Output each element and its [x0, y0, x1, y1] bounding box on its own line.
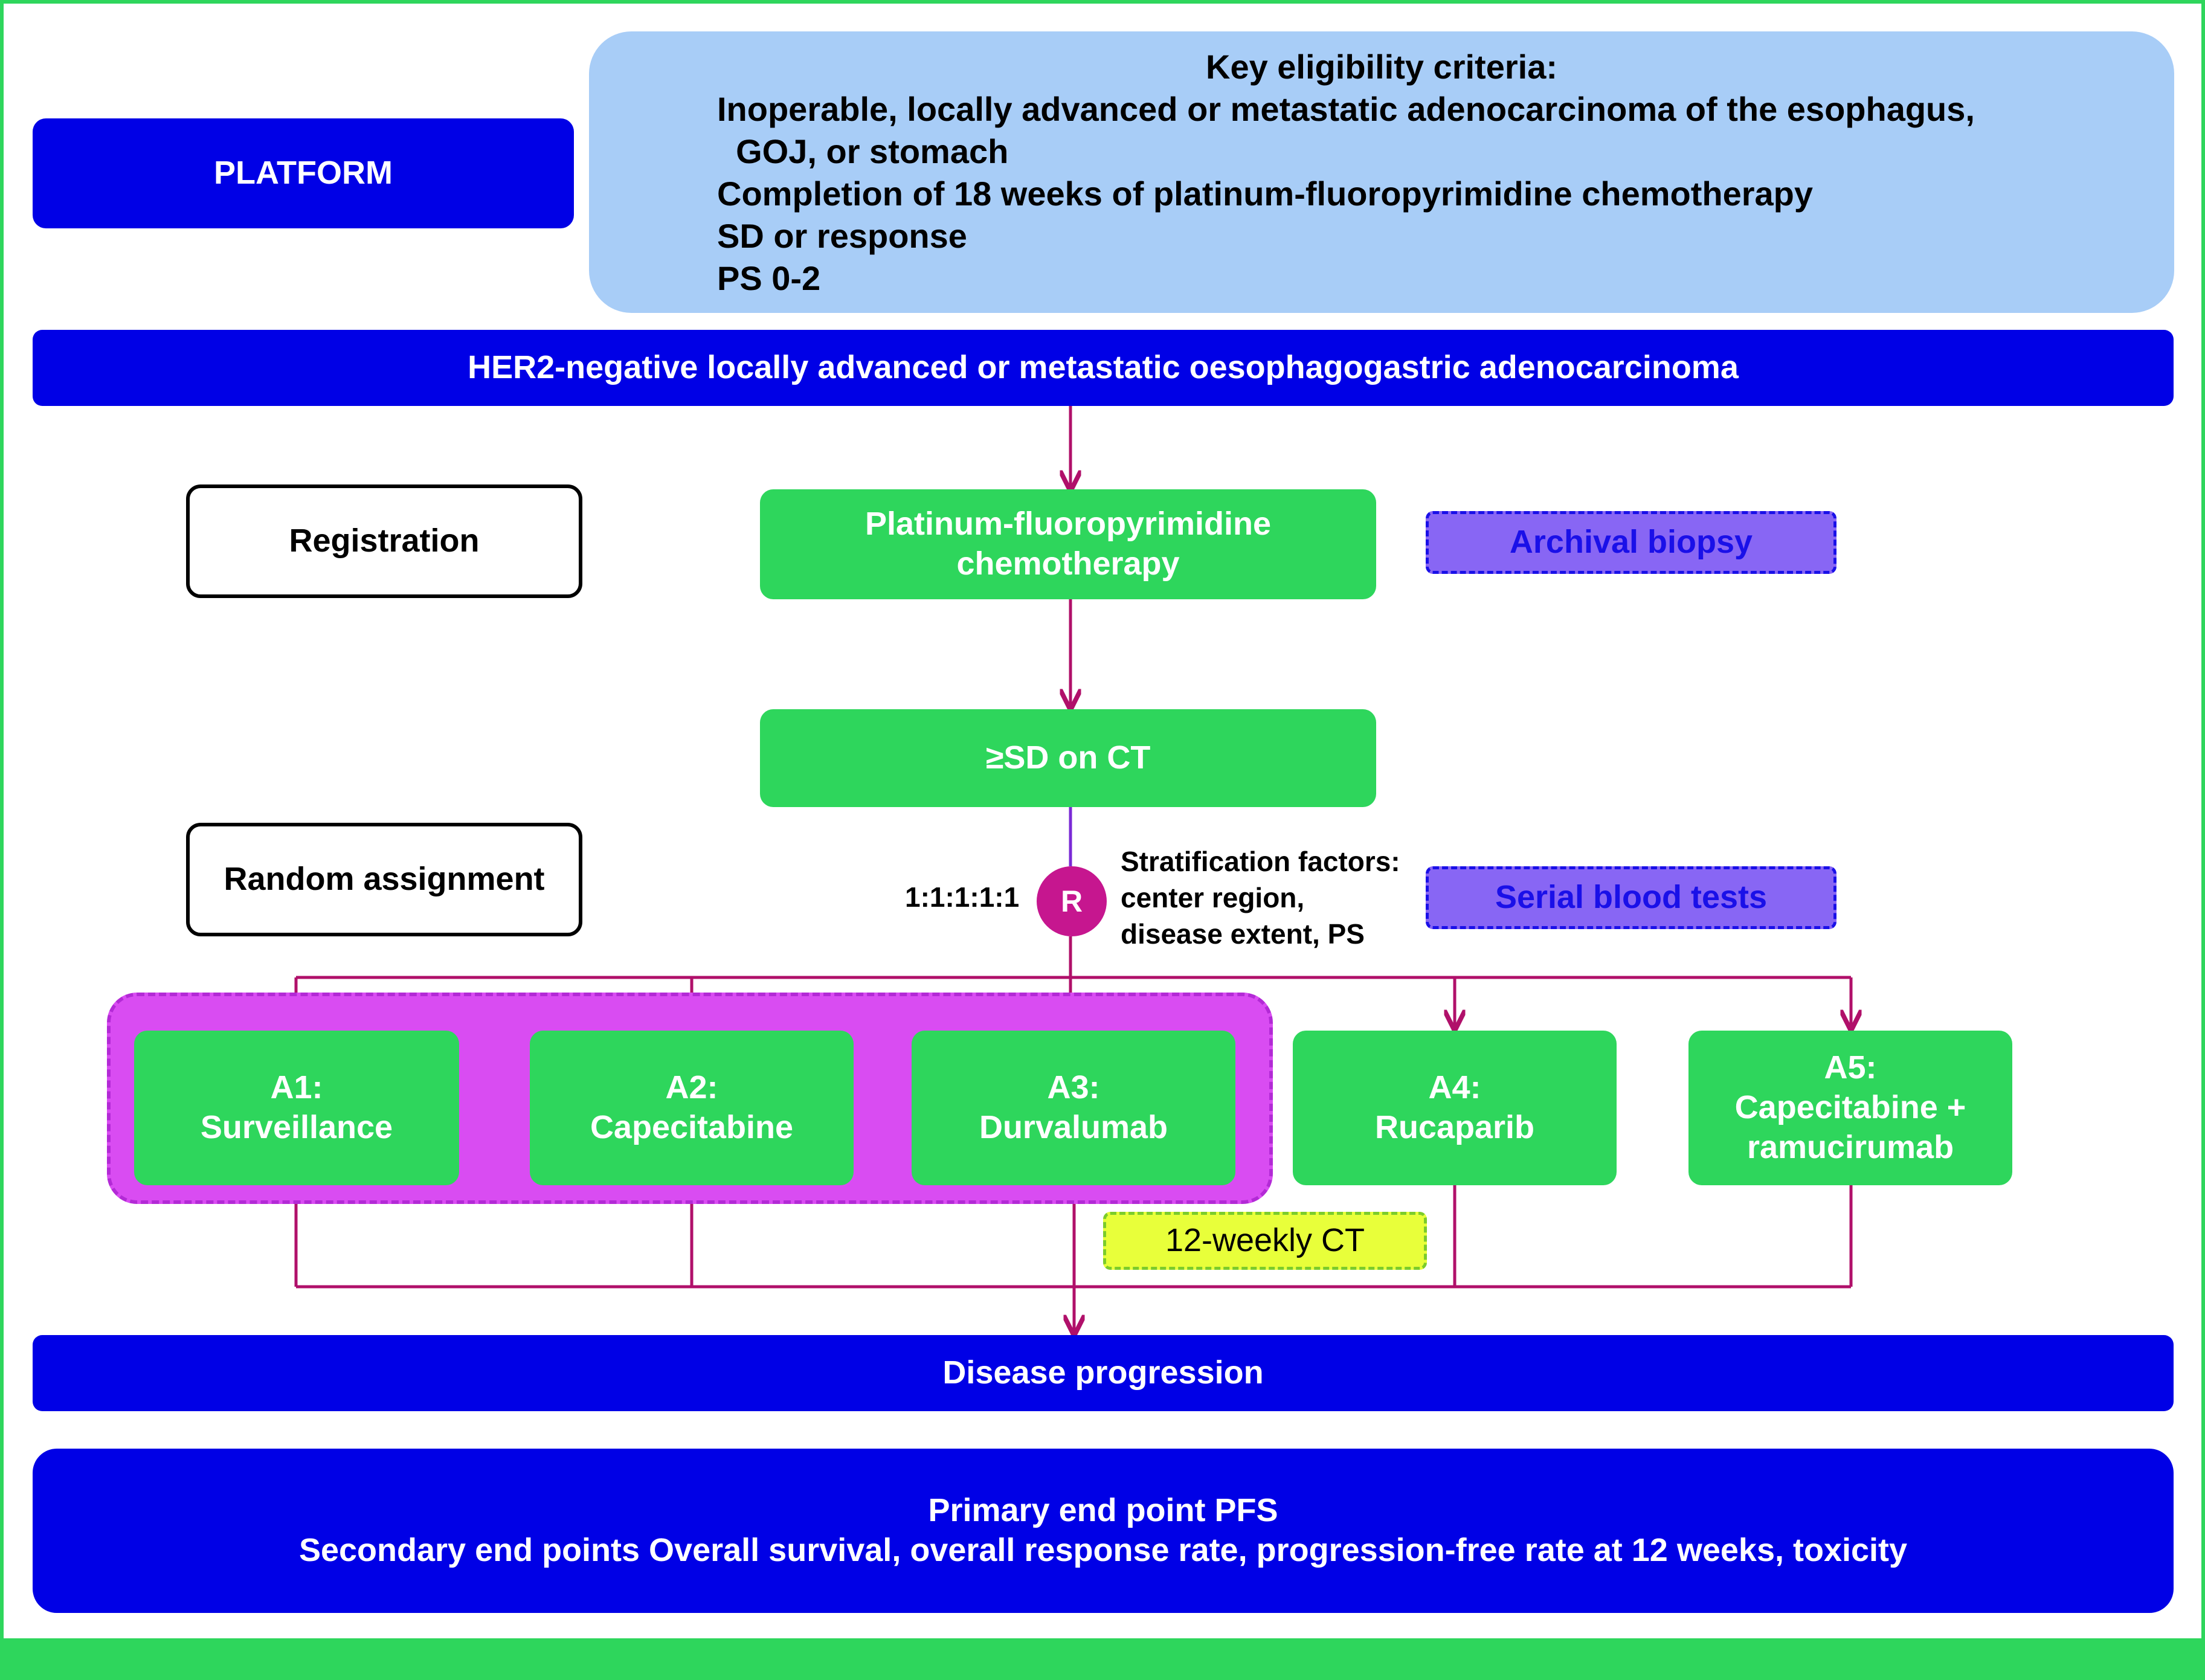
arm-code: A5:: [1824, 1049, 1877, 1086]
arm-name: ramucirumab: [1746, 1128, 1954, 1165]
random-assignment-label: Random assignment: [186, 823, 582, 936]
chemotherapy-line: Platinum-fluoropyrimidine: [864, 506, 1272, 542]
arm-code: A4:: [1428, 1069, 1481, 1106]
arm-name: Durvalumab: [979, 1109, 1168, 1145]
stratification-factors: Stratification factors: center region, d…: [1121, 843, 1400, 952]
eligibility-item: PS 0-2: [717, 259, 821, 297]
eligibility-item: GOJ, or stomach: [717, 132, 1009, 170]
eligibility-list: Inoperable, locally advanced or metastat…: [717, 88, 2155, 300]
arm-name: Capecitabine +: [1734, 1089, 1966, 1126]
arm-name: Rucaparib: [1374, 1109, 1535, 1145]
sd-on-ct-step: ≥SD on CT: [760, 709, 1376, 807]
chemotherapy-step: Platinum-fluoropyrimidine chemotherapy: [760, 489, 1376, 599]
secondary-endpoints: Secondary end points Overall survival, o…: [298, 1532, 1908, 1568]
endpoints-panel: Primary end point PFS Secondary end poin…: [33, 1449, 2174, 1613]
arm-name: Surveillance: [200, 1109, 393, 1145]
arm-a1: A1: Surveillance: [134, 1031, 459, 1185]
arm-code: A2:: [665, 1069, 718, 1106]
chemotherapy-line: chemotherapy: [956, 546, 1180, 582]
bottom-band: [0, 1638, 2205, 1680]
eligibility-item: Completion of 18 weeks of platinum-fluor…: [717, 175, 1814, 213]
randomization-node: R: [1037, 866, 1107, 936]
allocation-ratio: 1:1:1:1:1: [905, 881, 1020, 913]
platform-label: PLATFORM: [33, 118, 574, 228]
stratification-line: Stratification factors:: [1121, 846, 1400, 877]
primary-endpoint: Primary end point PFS: [928, 1492, 1278, 1529]
arm-a4: A4: Rucaparib: [1293, 1031, 1617, 1185]
stratification-line: center region,: [1121, 882, 1305, 913]
population-banner: HER2-negative locally advanced or metast…: [33, 330, 2174, 406]
archival-biopsy-tag: Archival biopsy: [1426, 511, 1836, 574]
eligibility-item: SD or response: [717, 217, 967, 255]
disease-progression-banner: Disease progression: [33, 1335, 2174, 1411]
arm-a2: A2: Capecitabine: [530, 1031, 854, 1185]
eligibility-panel: Key eligibility criteria: Inoperable, lo…: [589, 31, 2174, 313]
arm-name: Capecitabine: [590, 1109, 794, 1145]
stratification-line: disease extent, PS: [1121, 918, 1365, 950]
registration-label: Registration: [186, 484, 582, 598]
serial-blood-tests-tag: Serial blood tests: [1426, 866, 1836, 929]
arm-code: A1:: [270, 1069, 323, 1106]
arm-code: A3:: [1047, 1069, 1100, 1106]
eligibility-item: Inoperable, locally advanced or metastat…: [717, 90, 1975, 128]
eligibility-title: Key eligibility criteria:: [1206, 48, 1557, 86]
arm-a5: A5: Capecitabine + ramucirumab: [1688, 1031, 2012, 1185]
weekly-ct-tag: 12-weekly CT: [1103, 1212, 1427, 1270]
arm-a3: A3: Durvalumab: [912, 1031, 1235, 1185]
